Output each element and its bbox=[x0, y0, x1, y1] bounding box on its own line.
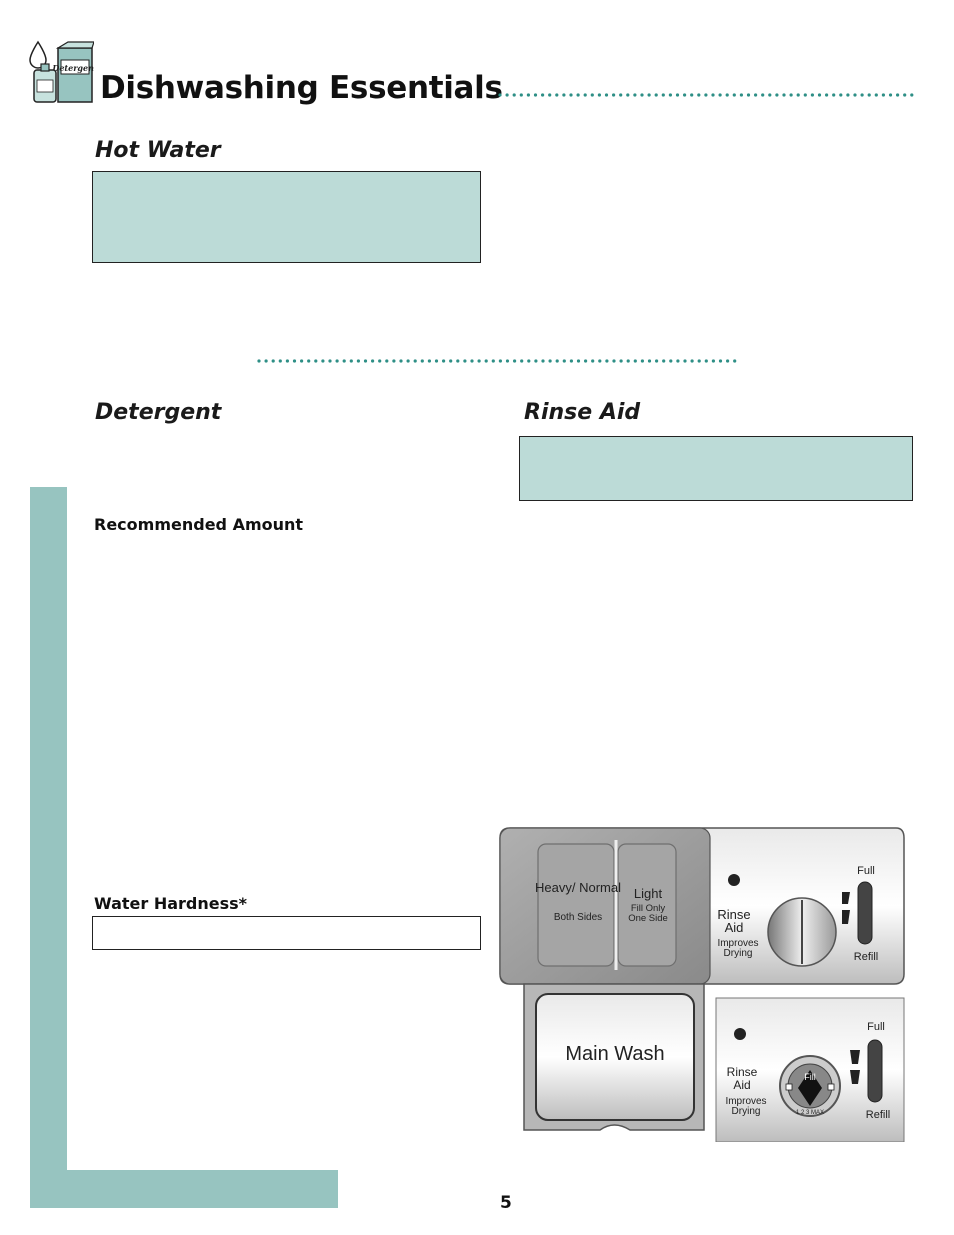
full-inset-label: Full bbox=[867, 1021, 885, 1033]
footer-accent-bar bbox=[30, 1170, 338, 1208]
prewash-right-chamber bbox=[617, 843, 677, 967]
water-hardness-table bbox=[92, 916, 481, 950]
water-hardness-heading: Water Hardness* bbox=[94, 894, 248, 913]
refill-inset-label: Refill bbox=[866, 1109, 890, 1121]
dispenser-illustration: Heavy/ Normal Both Sides Light Fill Only… bbox=[499, 827, 905, 1142]
prewash-left-chamber bbox=[537, 843, 615, 967]
cup-right-title: Light bbox=[634, 886, 663, 901]
detergent-heading: Detergent bbox=[95, 400, 222, 425]
hot-water-info-box bbox=[92, 171, 481, 263]
rinse-inset-label-1: Rinse bbox=[727, 1065, 758, 1079]
main-wash-label: Main Wash bbox=[565, 1043, 664, 1065]
refill-label: Refill bbox=[854, 951, 878, 963]
fill-label: Fill bbox=[804, 1072, 816, 1082]
dial-scale: 1 2 3 MAX bbox=[796, 1110, 824, 1116]
title-dot-leader bbox=[498, 93, 914, 97]
rinse-aid-info-box bbox=[519, 436, 913, 501]
drying-inset-label: Drying bbox=[732, 1106, 761, 1117]
page-number: 5 bbox=[500, 1193, 512, 1213]
icon-label: Detergent bbox=[51, 63, 94, 73]
rinse-inset-label-2: Aid bbox=[733, 1078, 750, 1092]
hot-water-heading: Hot Water bbox=[95, 138, 221, 163]
sidebar-accent-bar bbox=[30, 487, 67, 1208]
section-divider-dots bbox=[257, 359, 738, 363]
drying-label: Drying bbox=[724, 948, 753, 959]
rinse-label-2: Aid bbox=[725, 920, 744, 935]
page-title: Dishwashing Essentials bbox=[100, 70, 503, 106]
rinse-aid-level-window bbox=[857, 881, 873, 945]
rinse-label-1: Rinse bbox=[717, 907, 750, 922]
rinse-aid-heading: Rinse Aid bbox=[524, 400, 641, 425]
cup-right-sub-1: Fill Only bbox=[631, 903, 666, 914]
improves-label: Improves bbox=[717, 938, 758, 949]
cup-left-title: Heavy/ Normal bbox=[535, 880, 621, 895]
cup-right-sub-2: One Side bbox=[628, 913, 668, 924]
detergent-box-icon: Detergent bbox=[29, 40, 94, 103]
rinse-aid-indicator bbox=[728, 874, 740, 886]
improves-inset-label: Improves bbox=[725, 1096, 766, 1107]
full-label: Full bbox=[857, 865, 875, 877]
cup-left-sub: Both Sides bbox=[554, 912, 602, 923]
recommended-amount-heading: Recommended Amount bbox=[94, 515, 304, 534]
